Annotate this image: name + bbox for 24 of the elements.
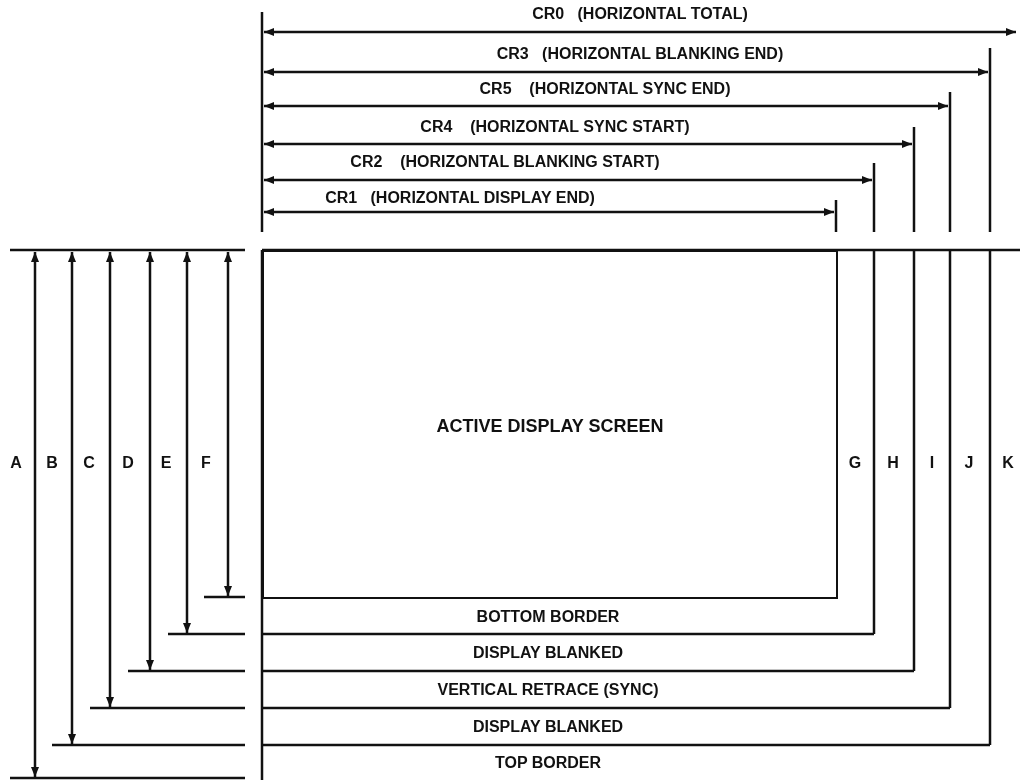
dimension-letter: J [964, 454, 974, 472]
dimension-letter: F [201, 454, 211, 472]
register-label: CR2 (HORIZONTAL BLANKING START) [350, 153, 660, 171]
register-label: CR3 (HORIZONTAL BLANKING END) [496, 45, 784, 63]
display-screen-box [262, 250, 838, 599]
register-label: CR4 (HORIZONTAL SYNC START) [420, 118, 690, 136]
band-label: DISPLAY BLANKED [472, 718, 624, 736]
band-label: BOTTOM BORDER [476, 608, 620, 626]
dimension-letter: K [1002, 454, 1014, 472]
dimension-letter: I [929, 454, 935, 472]
dimension-letter: C [83, 454, 95, 472]
dimension-letter: B [46, 454, 58, 472]
dimension-letter: E [160, 454, 172, 472]
dimension-letter: H [887, 454, 899, 472]
dimension-letter: A [10, 454, 22, 472]
band-label: TOP BORDER [494, 754, 602, 772]
register-label: CR5 (HORIZONTAL SYNC END) [479, 80, 731, 98]
dimension-letter: D [122, 454, 134, 472]
band-label: DISPLAY BLANKED [472, 644, 624, 662]
band-label: VERTICAL RETRACE (SYNC) [437, 681, 659, 699]
screen-label: ACTIVE DISPLAY SCREEN [436, 416, 664, 436]
dimension-letter: G [848, 454, 862, 472]
register-label: CR1 (HORIZONTAL DISPLAY END) [325, 189, 595, 207]
register-label: CR0 (HORIZONTAL TOTAL) [532, 5, 748, 23]
